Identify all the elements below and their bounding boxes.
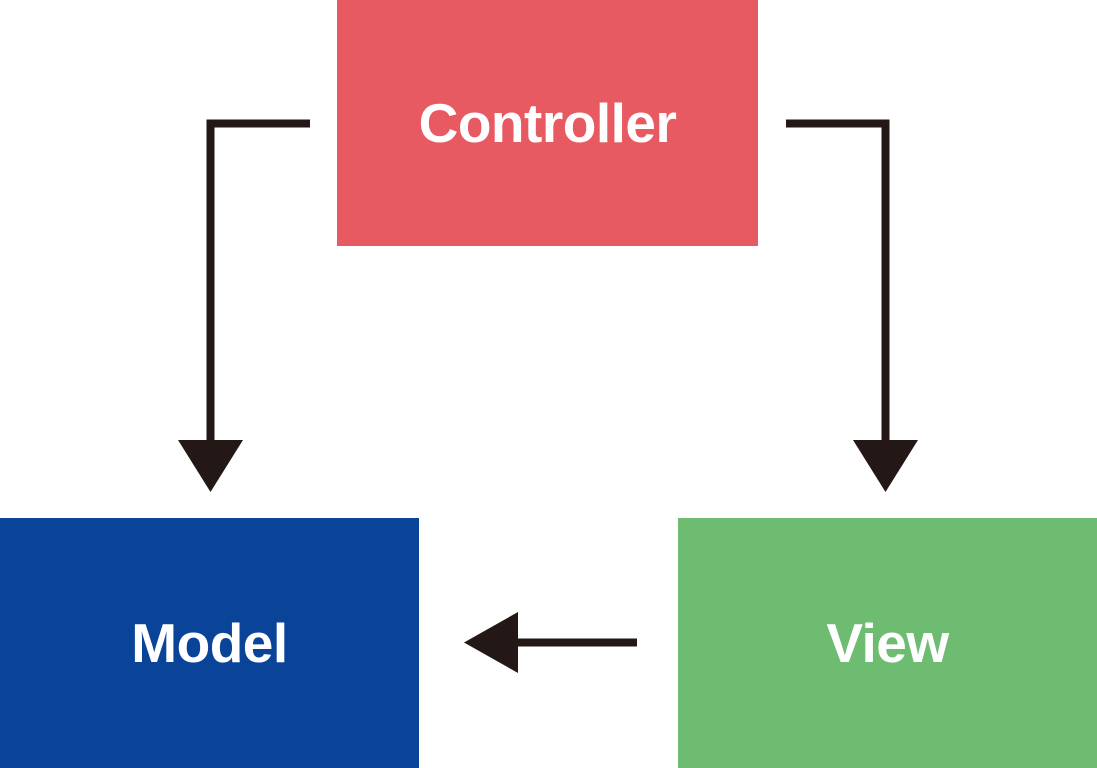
node-model[interactable]: Model xyxy=(0,518,419,768)
edge-controller-to-model xyxy=(178,119,310,492)
edge-view-to-model-arrowhead xyxy=(464,612,518,673)
node-model-label: Model xyxy=(131,611,288,674)
edge-controller-to-view-line xyxy=(786,119,890,442)
node-view[interactable]: View xyxy=(678,518,1097,768)
edge-controller-to-model-arrowhead xyxy=(178,440,243,492)
node-controller-label: Controller xyxy=(418,91,677,154)
edge-controller-to-model-line xyxy=(206,119,310,442)
edge-controller-to-view xyxy=(786,119,918,492)
edge-view-to-model xyxy=(464,612,637,673)
node-view-label: View xyxy=(826,611,949,674)
edge-controller-to-view-arrowhead xyxy=(853,440,918,492)
node-controller[interactable]: Controller xyxy=(337,0,758,246)
